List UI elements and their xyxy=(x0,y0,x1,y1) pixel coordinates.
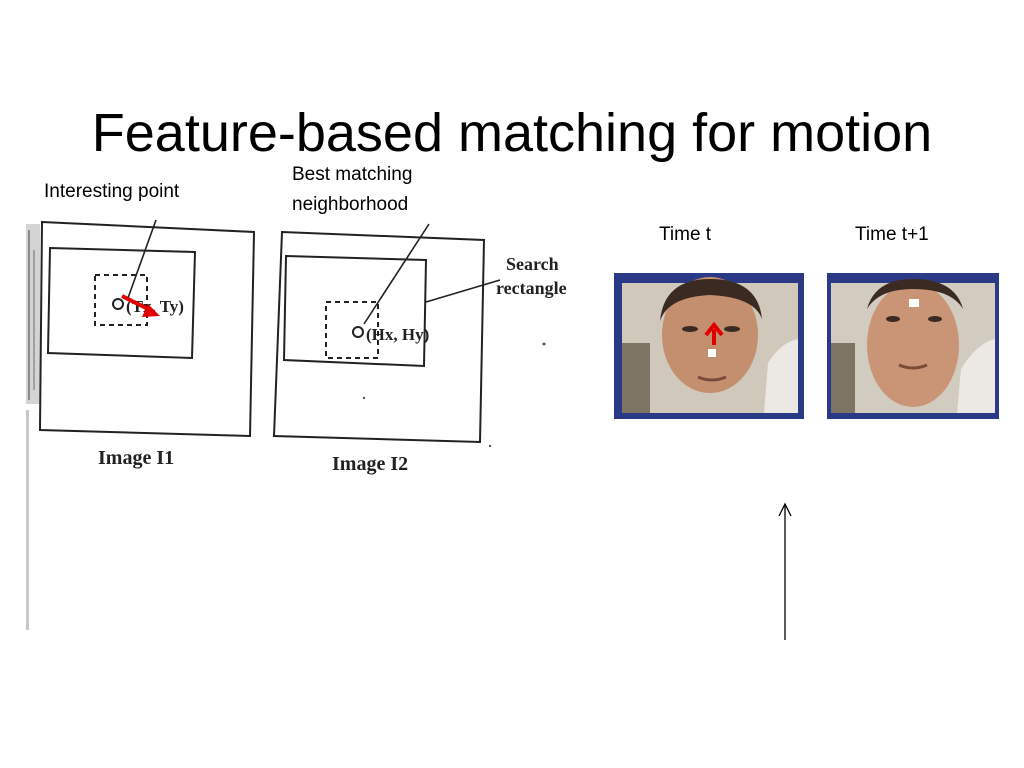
image1-neighborhood-box xyxy=(94,274,148,326)
image2-outer-frame xyxy=(272,230,486,444)
frame-time-t xyxy=(614,273,804,419)
motion-vector-arrow xyxy=(121,294,160,317)
tracked-feature-marker xyxy=(708,349,716,357)
scan-speck xyxy=(542,342,546,346)
background-shelf xyxy=(622,343,650,413)
image1-search-rectangle xyxy=(46,246,197,360)
slide-title: Feature-based matching for motion xyxy=(91,103,933,164)
best-match-label-line2: neighborhood xyxy=(292,194,409,215)
interesting-point-marker xyxy=(112,298,124,310)
motion-arrow-icon xyxy=(704,321,724,345)
search-label-line1: Search xyxy=(506,254,559,274)
time-t-label: Time t xyxy=(659,224,712,245)
interesting-point-label: Interesting point xyxy=(44,181,180,202)
search-label-line2: rectangle xyxy=(496,278,567,298)
right-eye xyxy=(928,316,942,322)
mouth xyxy=(697,375,727,382)
shoulder xyxy=(957,339,995,413)
mouth xyxy=(898,363,928,370)
scan-speck xyxy=(362,396,366,400)
feature-matching-diagram: (Tx, Ty) Image I1 (Hx, Hy) Search rectan… xyxy=(26,220,567,630)
scan-speck xyxy=(488,444,492,448)
tracked-feature-marker xyxy=(909,299,919,307)
search-rectangle-pointer xyxy=(425,279,501,303)
best-match-pointer xyxy=(363,223,430,325)
best-match-label-line1: Best matching xyxy=(292,164,413,185)
shoulder xyxy=(764,339,798,413)
left-eye xyxy=(682,326,698,332)
face xyxy=(867,283,959,407)
time-t1-label: Time t+1 xyxy=(855,224,929,245)
scan-edge-noise xyxy=(26,224,40,630)
point-t-label: (Tx, Ty) xyxy=(126,297,184,316)
background-shelf xyxy=(831,343,855,413)
pointer-arrow xyxy=(778,502,792,640)
hair xyxy=(660,279,762,321)
point-h-label: (Hx, Hy) xyxy=(366,325,429,344)
right-eye xyxy=(724,326,740,332)
left-eye xyxy=(886,316,900,322)
image1-outer-frame xyxy=(38,220,256,438)
frame-time-t1 xyxy=(827,273,999,419)
image2-search-rectangle xyxy=(282,254,428,368)
hair xyxy=(867,279,963,309)
interesting-point-pointer xyxy=(127,220,157,299)
best-match-point-marker xyxy=(352,326,364,338)
image2-caption: Image I2 xyxy=(332,453,408,475)
image1-caption: Image I1 xyxy=(98,447,174,469)
face xyxy=(662,277,758,393)
